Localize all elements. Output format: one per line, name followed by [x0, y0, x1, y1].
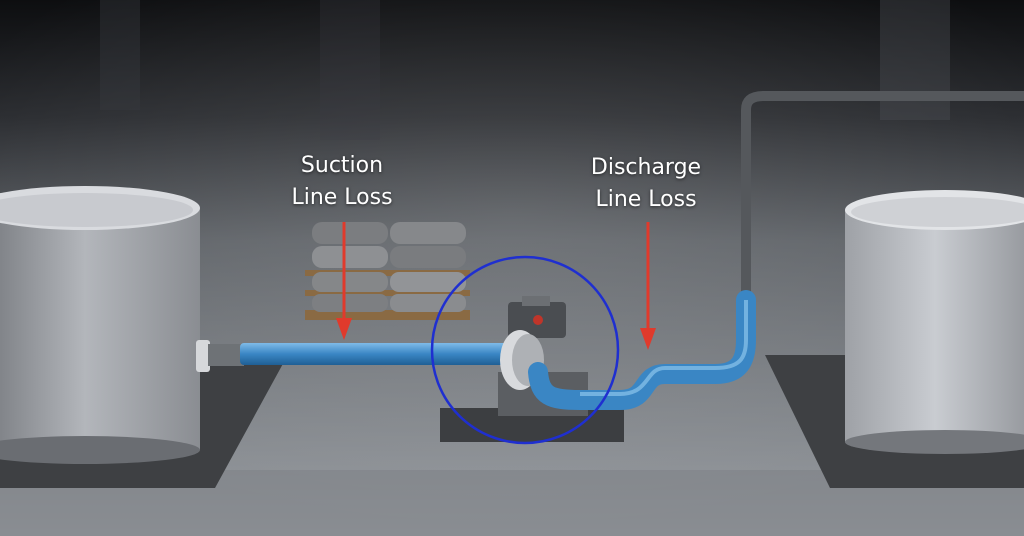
discharge-label-line2: Line Loss — [595, 187, 697, 212]
discharge-label-line1: Discharge — [590, 155, 702, 180]
discharge-arrow — [640, 222, 656, 350]
suction-label-line2: Line Loss — [291, 185, 393, 210]
suction-line-loss-label: Suction Line Loss — [291, 150, 392, 214]
bag-pallet-icon — [305, 222, 470, 320]
floor — [0, 470, 1024, 536]
pump-highlight-circle — [430, 255, 620, 445]
pump-icon — [498, 296, 588, 416]
suction-pipe — [196, 340, 530, 372]
suction-label-line1: Suction — [300, 153, 384, 178]
discharge-tank-icon — [845, 190, 1024, 454]
discharge-line-loss-label: Discharge Line Loss — [591, 152, 701, 216]
suction-arrow — [336, 222, 352, 340]
discharge-pipe — [528, 290, 756, 410]
suction-tank-icon — [0, 186, 200, 464]
